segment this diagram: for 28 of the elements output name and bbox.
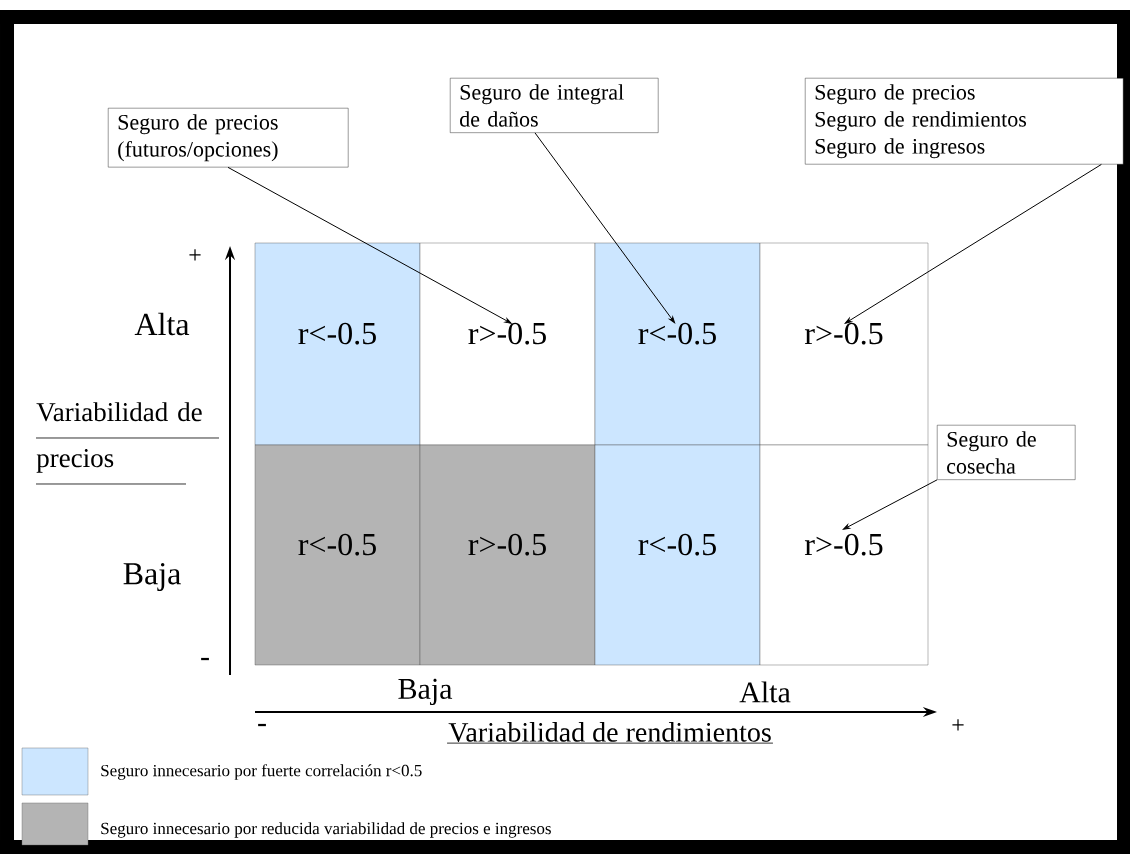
grid-cell: r>-0.5 — [419, 444, 596, 666]
grid-cell: r>-0.5 — [759, 444, 929, 666]
grid-cell: r<-0.5 — [594, 242, 761, 446]
callout-box: Seguro de cosecha — [937, 425, 1076, 480]
axis-label: Alta — [739, 681, 791, 703]
legend-text: Seguro innecesario por reducida variabilidad de precios e ingresos — [101, 822, 551, 838]
grid-cell: r<-0.5 — [254, 444, 421, 666]
axis-label: Alta — [134, 312, 190, 336]
callout-box: Seguro de precios (futuros/opciones) — [108, 108, 349, 168]
axis-title: Variabilidad de precios — [35, 402, 220, 485]
grid-cell: r<-0.5 — [594, 444, 761, 666]
axis-sign: - — [201, 657, 209, 661]
grid-cell: r>-0.5 — [759, 242, 929, 446]
leader-arrow — [227, 166, 512, 324]
grid-cell: r<-0.5 — [254, 242, 421, 446]
axis-sign: + — [952, 719, 964, 731]
leader-arrow — [844, 163, 1102, 324]
axis-title: Variabilidad de rendimientos — [446, 722, 774, 744]
axis-sign: + — [189, 249, 201, 261]
leader-arrow — [534, 132, 676, 324]
leader-arrow — [842, 479, 938, 530]
legend-text: Seguro innecesario por fuerte correlación r<0.5 — [101, 764, 422, 780]
axis-label: Baja — [398, 678, 453, 706]
callout-box: Seguro de integral de daños — [450, 78, 659, 133]
callout-box: Seguro de precios Seguro de rendimientos Seguro de ingresos — [805, 78, 1124, 165]
axis-sign: - — [258, 723, 266, 727]
grid-cell: r>-0.5 — [419, 242, 596, 446]
axis-label: Baja — [123, 563, 181, 591]
